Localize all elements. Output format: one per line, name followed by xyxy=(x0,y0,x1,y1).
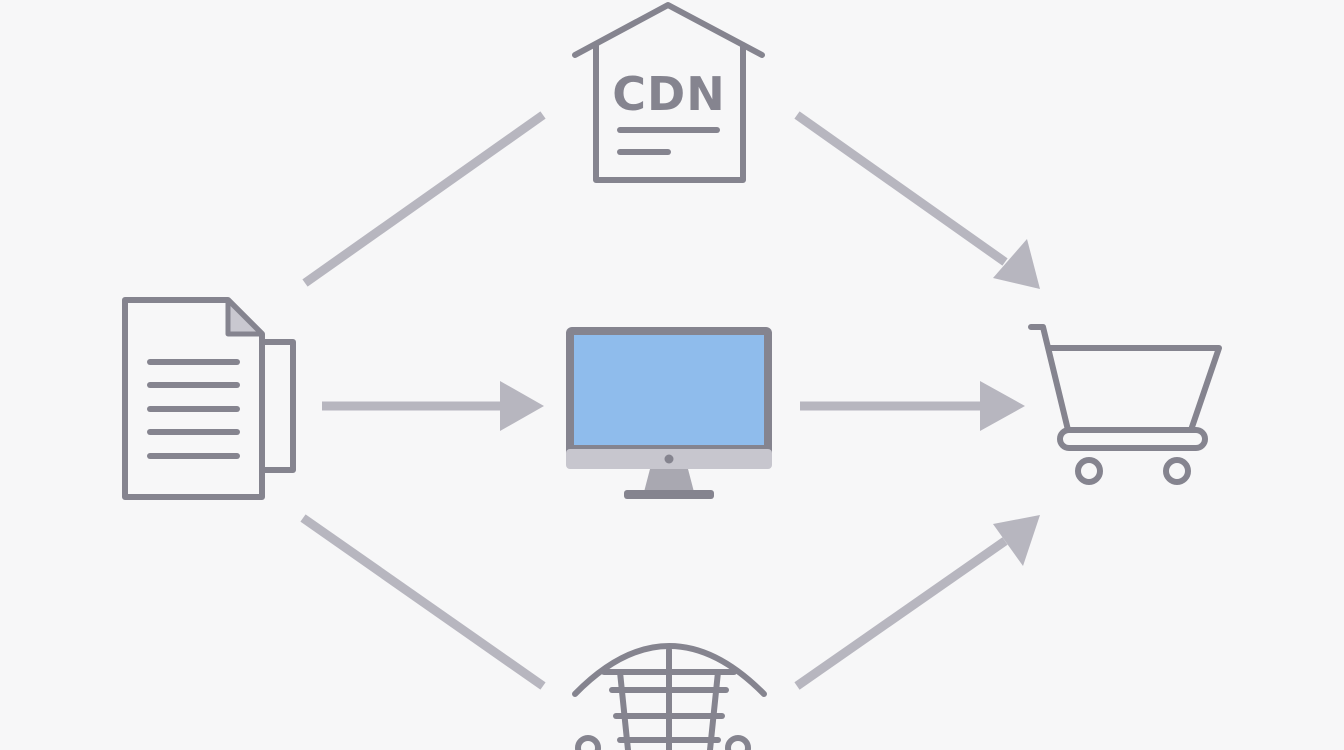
connectors xyxy=(300,111,1040,690)
arrowhead xyxy=(993,515,1040,566)
cdn-building-icon: CDN xyxy=(572,2,765,183)
arrowhead xyxy=(980,381,1025,431)
connector-documents-cdn xyxy=(302,111,546,287)
monitor-screen xyxy=(574,335,764,445)
basket-icon xyxy=(572,643,767,750)
shopping-cart-icon xyxy=(1028,324,1222,485)
connector-documents-basket xyxy=(300,514,546,690)
cdn-label: CDN xyxy=(612,67,725,121)
connector-computer-cart xyxy=(800,381,1025,431)
connector-cdn-cart xyxy=(794,111,1040,289)
arrowhead xyxy=(993,239,1040,289)
connector-basket-cart xyxy=(794,515,1040,690)
arrowhead xyxy=(500,381,544,431)
documents-icon xyxy=(122,297,296,500)
monitor-icon xyxy=(566,327,772,499)
connector-documents-computer xyxy=(322,381,544,431)
